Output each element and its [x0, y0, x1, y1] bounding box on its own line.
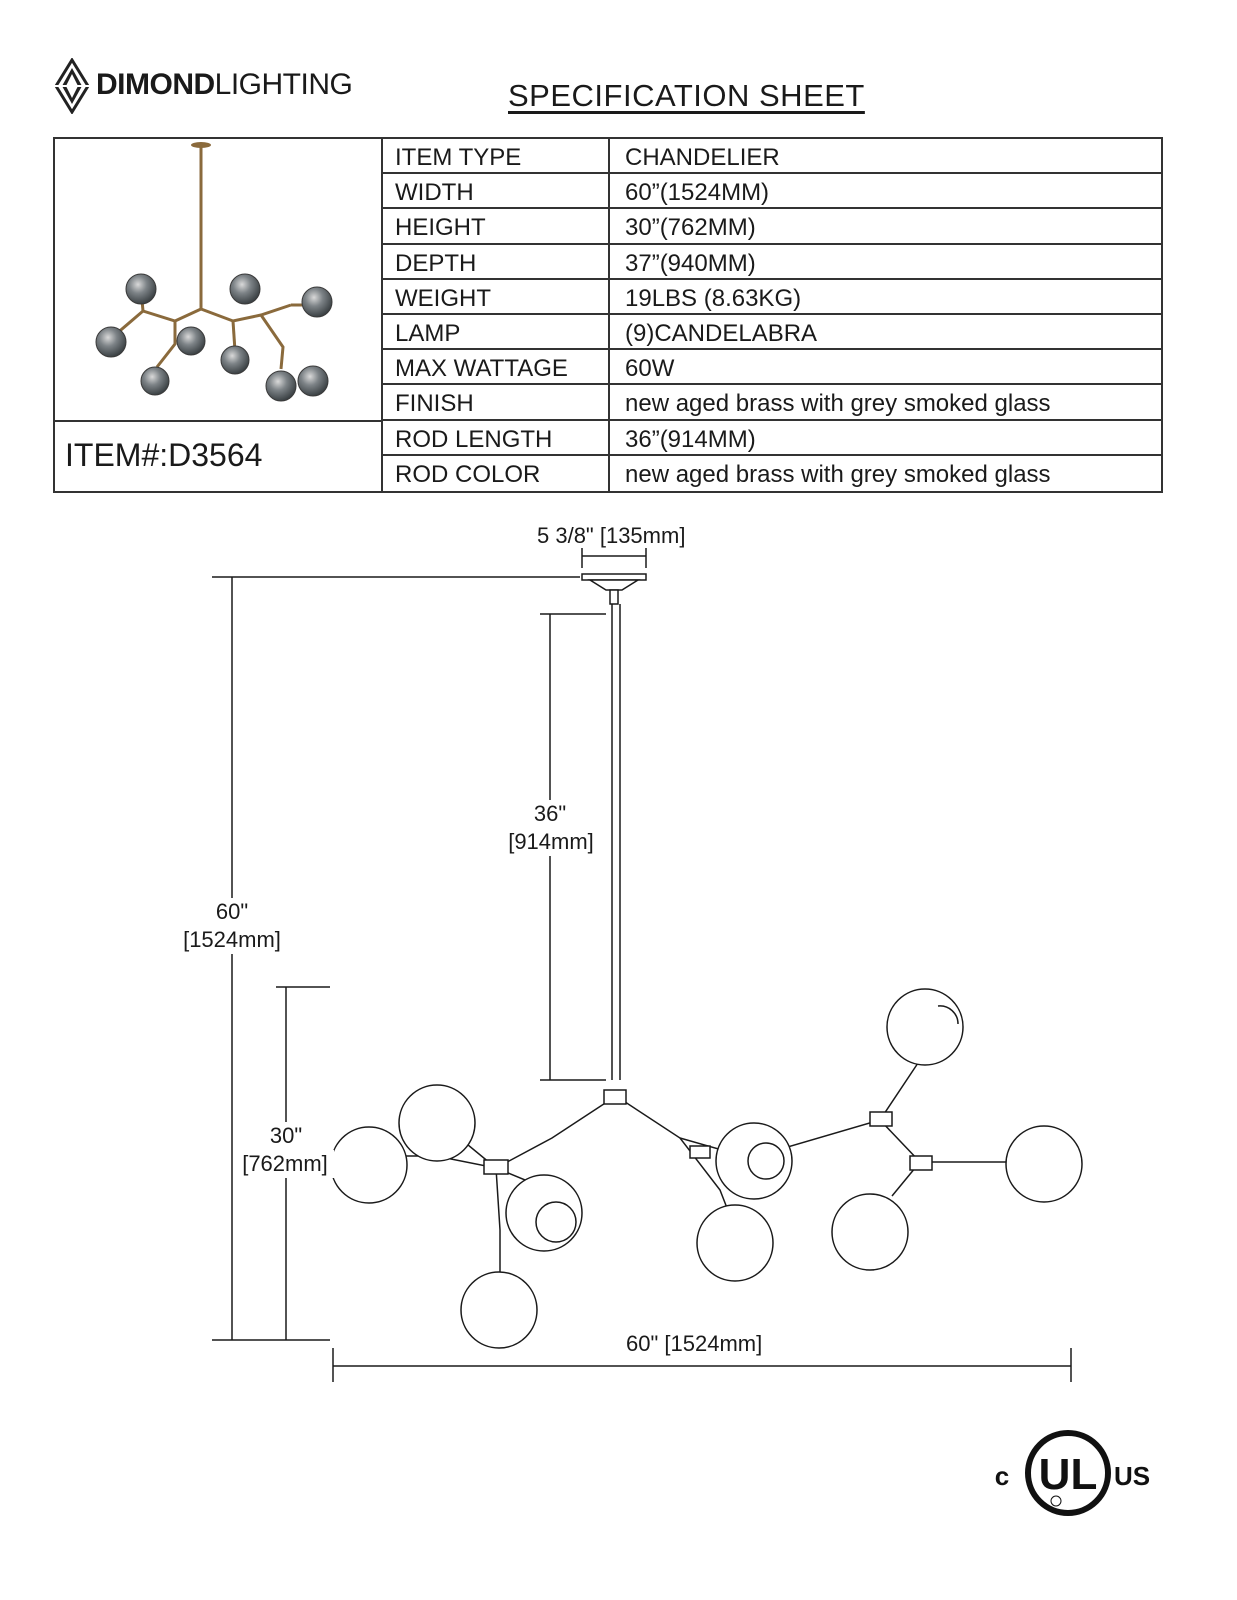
overall-height-inches: 60" [210, 898, 254, 926]
spec-row: MAX WATTAGE 60W [383, 350, 1161, 386]
overall-height-mm: [1524mm] [178, 926, 286, 954]
diamond-logo-icon [54, 58, 90, 114]
canopy-dimension: 5 3/8" [135mm] [537, 523, 686, 548]
dimension-drawing: 5 3/8" [135mm] 36" [914mm] 60" [1524mm] … [0, 520, 1237, 1400]
spec-row: ITEM TYPE CHANDELIER [383, 139, 1161, 175]
item-number: ITEM#:D3564 [65, 437, 263, 473]
column-divider [608, 139, 610, 173]
spec-label: HEIGHT [395, 214, 486, 242]
rod-dimension-mm: [914mm] [506, 828, 596, 856]
spec-value: 36”(914MM) [625, 425, 756, 453]
spec-row: DEPTH 37”(940MM) [383, 244, 1161, 280]
height-dimension-mm: [762mm] [236, 1150, 334, 1178]
spec-row: ROD LENGTH 36”(914MM) [383, 420, 1161, 456]
column-divider [608, 244, 610, 278]
spec-row: LAMP (9)CANDELABRA [383, 314, 1161, 351]
spec-row: ROD COLOR new aged brass with grey smoked… [383, 455, 1161, 491]
page-title: SPECIFICATION SHEET [508, 78, 865, 113]
spec-value: (9)CANDELABRA [625, 319, 818, 347]
spec-row: WIDTH 60”(1524MM) [383, 174, 1161, 210]
spec-value: 19LBS (8.63KG) [625, 284, 802, 312]
spec-label: ITEM TYPE [395, 144, 522, 171]
svg-text:c: c [995, 1461, 1009, 1491]
chandelier-line-drawing [212, 548, 1083, 1382]
brand-logo: DIMONDLIGHTING [52, 58, 382, 114]
svg-text:US: US [1114, 1461, 1150, 1491]
brand-name: DIMONDLIGHTING [96, 68, 353, 101]
column-divider [608, 420, 610, 454]
spec-label: ROD COLOR [395, 460, 541, 488]
spec-row: HEIGHT 30”(762MM) [383, 209, 1161, 245]
column-divider [608, 174, 610, 208]
spec-value: new aged brass with grey smoked glass [625, 390, 1051, 418]
spec-row: FINISH new aged brass with grey smoked gl… [383, 385, 1161, 421]
spec-value: 60”(1524MM) [625, 179, 770, 207]
chandelier-photo-image [95, 142, 333, 402]
spec-value: 37”(940MM) [625, 249, 756, 277]
spec-label: MAX WATTAGE [395, 355, 568, 383]
column-divider [608, 455, 610, 491]
column-divider [608, 314, 610, 349]
spec-label: WEIGHT [395, 284, 491, 312]
spec-label: ROD LENGTH [395, 425, 553, 453]
spec-row: WEIGHT 19LBS (8.63KG) [383, 279, 1161, 315]
column-divider [608, 385, 610, 419]
svg-text:UL: UL [1039, 1450, 1098, 1499]
spec-table: ITEM#:D3564 ITEM TYPE CHANDELIER WIDTH 60”(… [53, 137, 1163, 493]
rod-dimension-inches: 36" [530, 800, 570, 828]
ul-logo-icon: UL c US [995, 1430, 1150, 1516]
spec-value: 60W [625, 355, 675, 383]
height-dimension-inches: 30" [264, 1122, 308, 1150]
column-divider [608, 279, 610, 313]
spec-label: DEPTH [395, 249, 477, 277]
width-dimension: 60" [1524mm] [626, 1330, 763, 1358]
item-number-cell: ITEM#:D3564 [55, 422, 383, 491]
spec-label: WIDTH [395, 179, 474, 207]
spec-value: new aged brass with grey smoked glass [625, 460, 1051, 488]
spec-label: LAMP [395, 319, 461, 347]
ul-certification-mark: UL c US [990, 1425, 1150, 1525]
spec-label: FINISH [395, 390, 474, 418]
column-divider [608, 209, 610, 243]
spec-value: CHANDELIER [625, 144, 780, 171]
column-divider [608, 350, 610, 384]
product-photo [55, 139, 383, 422]
spec-value: 30”(762MM) [625, 214, 756, 242]
